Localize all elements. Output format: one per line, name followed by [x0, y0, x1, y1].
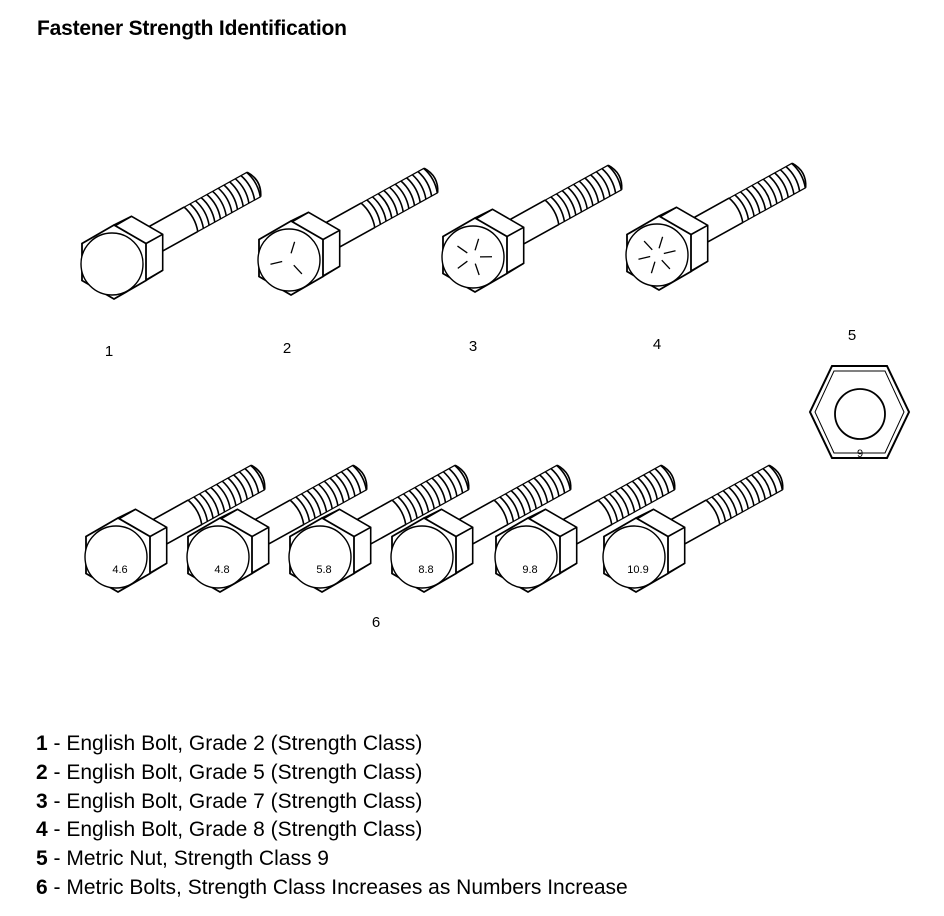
- callout-6: 6: [372, 614, 380, 631]
- callout-1: 1: [105, 343, 113, 360]
- metric-bolt: 4.8: [186, 464, 368, 594]
- callout-3: 3: [469, 338, 477, 355]
- nut-strength-mark: 9: [857, 448, 863, 460]
- legend-item: 3 - English Bolt, Grade 7 (Strength Clas…: [36, 789, 423, 813]
- legend-list: 1 - English Bolt, Grade 2 (Strength Clas…: [36, 730, 628, 903]
- callout-5: 5: [848, 327, 856, 344]
- english-bolt-grade-2: [80, 171, 262, 301]
- bolt-strength-mark: 8.8: [418, 564, 433, 576]
- english-bolt-grade-7: [441, 164, 623, 294]
- metric-bolt: 4.6: [84, 464, 266, 594]
- english-bolt-grade-8: [625, 162, 807, 292]
- metric-bolt: 10.9: [602, 464, 784, 594]
- legend-item: 4 - English Bolt, Grade 8 (Strength Clas…: [36, 818, 423, 842]
- legend-item: 5 - Metric Nut, Strength Class 9: [36, 847, 329, 871]
- callout-4: 4: [653, 336, 661, 353]
- bolt-strength-mark: 4.6: [112, 564, 127, 576]
- bolt-strength-mark: 5.8: [316, 564, 331, 576]
- metric-bolt: 5.8: [288, 464, 470, 594]
- metric-bolt: 8.8: [390, 464, 572, 594]
- bolt-group: 4.6 4.8 5.8 8.8 9.8 10.9: [80, 162, 807, 594]
- legend-item: 6 - Metric Bolts, Strength Class Increas…: [36, 875, 628, 899]
- metric-nut: 9: [808, 365, 911, 460]
- english-bolt-grade-5: [257, 167, 439, 297]
- legend-item: 1 - English Bolt, Grade 2 (Strength Clas…: [36, 732, 423, 755]
- legend-item: 2 - English Bolt, Grade 5 (Strength Clas…: [36, 760, 423, 784]
- bolt-strength-mark: 9.8: [522, 564, 537, 576]
- metric-bolt: 9.8: [494, 464, 676, 594]
- page-title: Fastener Strength Identification: [37, 17, 347, 40]
- bolt-strength-mark: 4.8: [214, 564, 229, 576]
- bolt-strength-mark: 10.9: [627, 564, 648, 576]
- callout-2: 2: [283, 340, 291, 357]
